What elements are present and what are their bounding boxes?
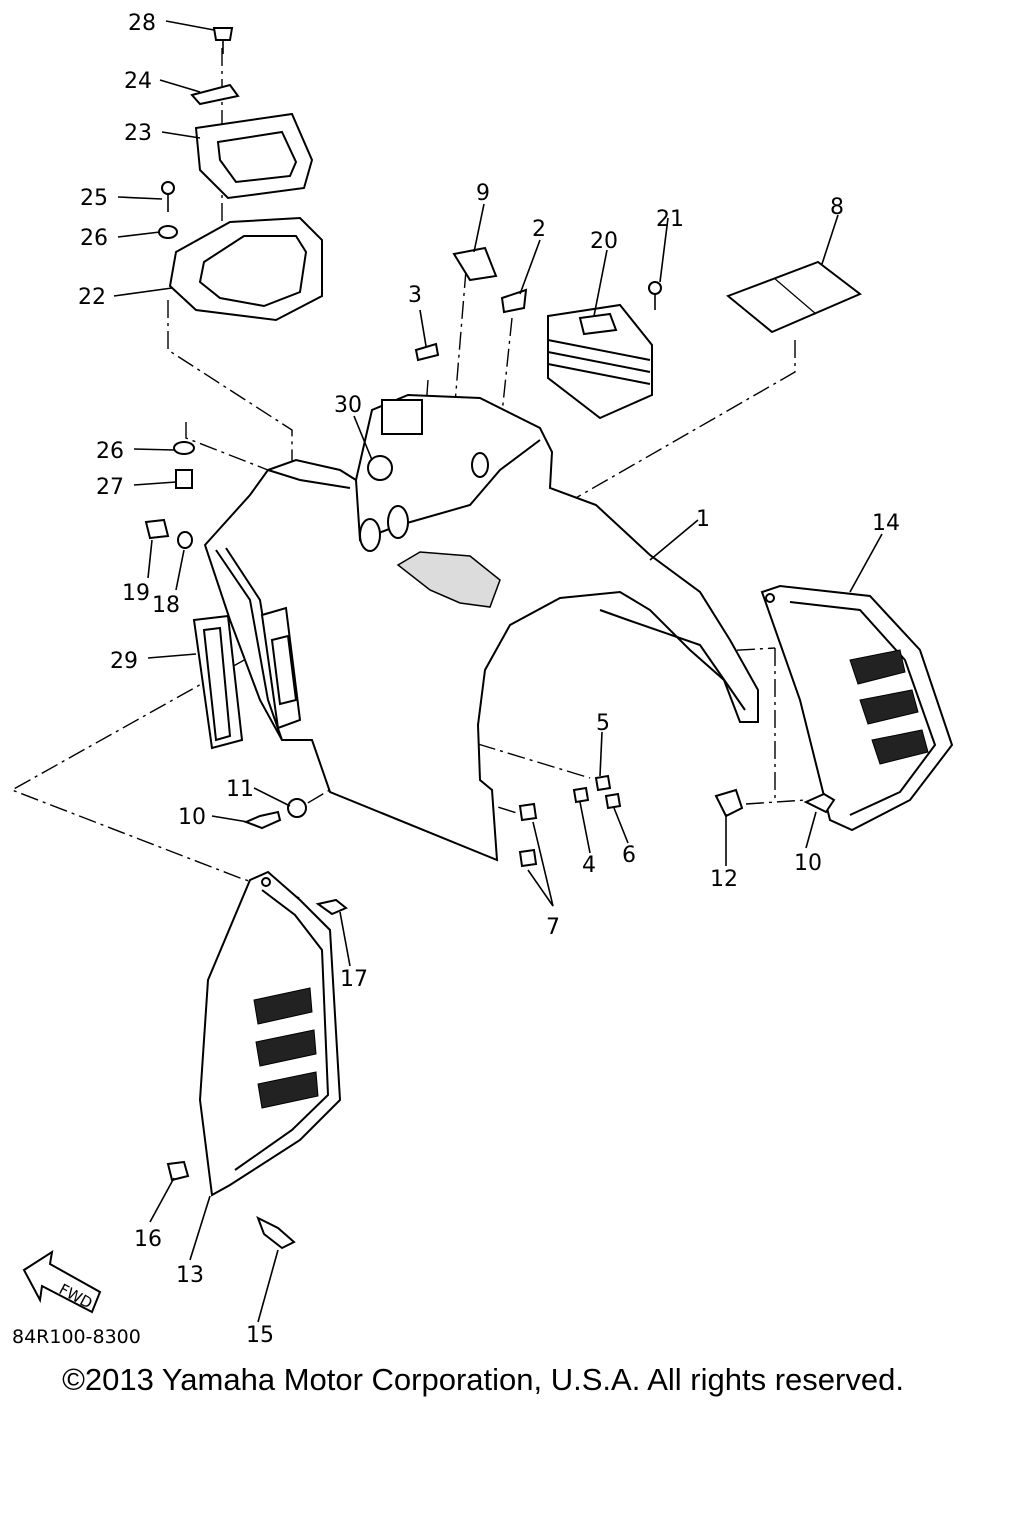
callout-label: 18	[152, 593, 180, 618]
callout-label: 24	[124, 69, 152, 94]
callout-label: 2	[532, 217, 546, 242]
callout-labels: 28 24 23 25 26 22 9 2 20 21 8 3 30 26 27…	[78, 11, 900, 1348]
small-parts-top	[414, 246, 862, 420]
callout-label: 30	[334, 393, 362, 418]
callout-label: 25	[80, 186, 108, 211]
callout-label: 26	[96, 439, 124, 464]
callout-label: 20	[590, 229, 618, 254]
side-panel-right	[760, 584, 954, 832]
callout-label: 13	[176, 1263, 204, 1288]
callout-label: 6	[622, 843, 636, 868]
callout-label: 29	[110, 649, 138, 674]
fasteners	[166, 774, 836, 1250]
copyright-notice: ©2013 Yamaha Motor Corporation, U.S.A. A…	[62, 1362, 904, 1397]
callout-label: 14	[872, 511, 900, 536]
callout-label: 7	[546, 915, 560, 940]
rear-fender	[203, 393, 759, 862]
callout-label: 21	[656, 207, 684, 232]
callout-leaders	[113, 20, 883, 1323]
callout-label: 1	[696, 507, 710, 532]
callout-label: 10	[794, 851, 822, 876]
callout-label: 9	[476, 181, 490, 206]
seat-cover-parts	[158, 27, 323, 322]
callout-label: 11	[226, 777, 254, 802]
small-parts-left	[144, 441, 393, 750]
side-panel-left	[198, 870, 342, 1197]
drawing-code: 84R100-8300	[12, 1326, 141, 1348]
callout-label: 23	[124, 121, 152, 146]
callout-label: 28	[128, 11, 156, 36]
callout-label: 27	[96, 475, 124, 500]
callout-label: 17	[340, 967, 368, 992]
callout-label: 8	[830, 195, 844, 220]
callout-label: 19	[122, 581, 150, 606]
fwd-arrow-icon: FWD	[22, 1249, 102, 1314]
callout-label: 3	[408, 283, 422, 308]
callout-label: 26	[80, 226, 108, 251]
callout-label: 5	[596, 711, 610, 736]
callout-label: 4	[582, 853, 596, 878]
callout-label: 10	[178, 805, 206, 830]
callout-label: 12	[710, 867, 738, 892]
callout-label: 22	[78, 285, 106, 310]
callout-label: 15	[246, 1323, 274, 1348]
callout-label: 16	[134, 1227, 162, 1252]
